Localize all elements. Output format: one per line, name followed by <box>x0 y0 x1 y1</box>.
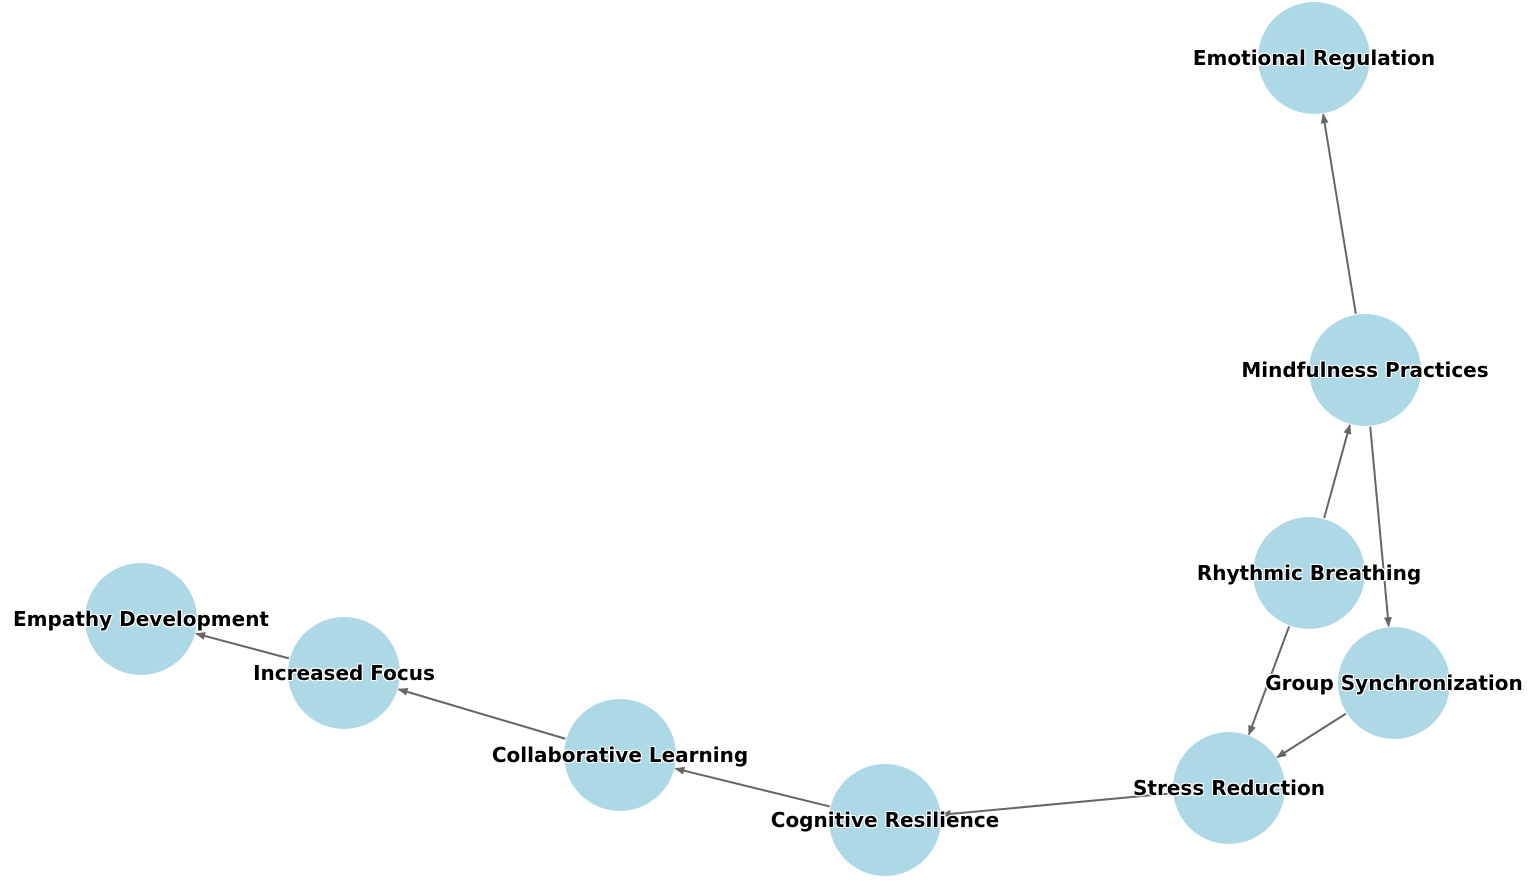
graph-node-emotional-regulation[interactable] <box>1258 2 1370 114</box>
graph-edge <box>1369 426 1392 628</box>
graph-node-cognitive-resilience[interactable] <box>829 764 941 876</box>
graph-edge <box>1247 626 1291 736</box>
graph-edge <box>1323 423 1352 519</box>
graph-node-rhythmic-breathing[interactable] <box>1253 517 1365 629</box>
graph-node-empathy-development[interactable] <box>85 563 197 675</box>
graph-edge <box>940 792 1173 818</box>
graph-edge <box>1320 113 1357 314</box>
graph-edge <box>195 632 290 660</box>
graph-node-mindfulness-practices[interactable] <box>1309 314 1421 426</box>
edge-group <box>195 113 1392 818</box>
graph-node-increased-focus[interactable] <box>288 617 400 729</box>
graph-edge <box>397 687 566 740</box>
graph-node-group-synchronization[interactable] <box>1338 627 1450 739</box>
graph-edge <box>1276 712 1347 759</box>
graph-node-stress-reduction[interactable] <box>1173 732 1285 844</box>
graph-edge <box>674 766 830 808</box>
graph-node-collaborative-learning[interactable] <box>564 699 676 811</box>
